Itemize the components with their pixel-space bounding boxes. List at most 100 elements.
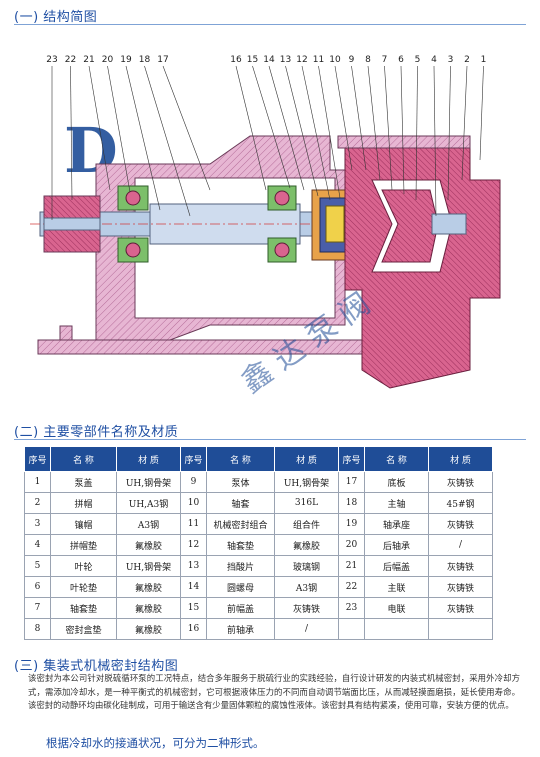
- table-cell: 4: [24, 534, 51, 556]
- table-cell: 前轴承: [206, 618, 275, 640]
- table-cell: 8: [24, 618, 51, 640]
- table-cell: UH,钢骨架: [116, 555, 181, 577]
- callout-23: 23: [46, 55, 57, 65]
- table-cell: 15: [180, 597, 207, 619]
- table-cell: 14: [180, 576, 207, 598]
- table-cell: 1: [24, 471, 51, 493]
- callout-20: 20: [102, 55, 114, 65]
- section-title-structure: (一) 结构简图: [14, 10, 98, 25]
- table-cell: A3钢: [274, 576, 339, 598]
- table-cell: 18: [338, 492, 365, 514]
- leader-line: [235, 65, 267, 191]
- table-cell: 前幅盖: [206, 597, 275, 619]
- leader-line: [162, 65, 211, 191]
- seal-description: 该密封为本公司针对脱硫循环泵的工况特点，结合多年服务于脱硫行业的实践经验，自行设…: [28, 673, 520, 711]
- table-cell: /: [428, 534, 493, 556]
- table-cell: 灰铸铁: [428, 597, 493, 619]
- table-cell: 6: [24, 576, 51, 598]
- table-cell: 镶帽: [50, 513, 117, 535]
- table-cell: 7: [24, 597, 51, 619]
- table-cell: 主轴: [364, 492, 429, 514]
- callout-4: 4: [431, 55, 437, 65]
- table-cell: 电联: [364, 597, 429, 619]
- table-cell: 泵盖: [50, 471, 117, 493]
- table-cell: 17: [338, 471, 365, 493]
- table-cell: 20: [338, 534, 365, 556]
- column-header: 材 质: [116, 446, 181, 472]
- leader-line: [88, 65, 111, 191]
- callout-6: 6: [398, 55, 404, 65]
- leader-line: [70, 65, 73, 201]
- column-header: 材 质: [428, 446, 493, 472]
- callout-18: 18: [139, 55, 151, 65]
- table-cell: 16: [180, 618, 207, 640]
- title-divider: [14, 24, 526, 25]
- table-cell: 叶轮: [50, 555, 117, 577]
- table-cell: [338, 618, 365, 640]
- callout-15: 15: [247, 55, 258, 65]
- callout-22: 22: [65, 55, 76, 65]
- callout-9: 9: [349, 55, 355, 65]
- table-cell: 19: [338, 513, 365, 535]
- table-cell: 灰铸铁: [274, 597, 339, 619]
- table-cell: 氟橡胶: [116, 597, 181, 619]
- section-title-seal: (三) 集装式机械密封结构图: [14, 659, 179, 674]
- leader-line: [268, 65, 305, 191]
- callout-2: 2: [464, 55, 470, 65]
- table-cell: [364, 618, 429, 640]
- leader-line: [125, 65, 161, 211]
- table-cell: 9: [180, 471, 207, 493]
- table-cell: 灰铸铁: [428, 513, 493, 535]
- column-header: 材 质: [274, 446, 339, 472]
- table-cell: 2: [24, 492, 51, 514]
- table-cell: 氟橡胶: [116, 576, 181, 598]
- table-cell: 3: [24, 513, 51, 535]
- table-cell: 密封盒垫: [50, 618, 117, 640]
- callout-10: 10: [329, 55, 341, 65]
- table-cell: 灰铸铁: [428, 576, 493, 598]
- table-cell: 灰铸铁: [428, 471, 493, 493]
- table-cell: 拼帽: [50, 492, 117, 514]
- table-cell: 后幅盖: [364, 555, 429, 577]
- table-cell: 轴套: [206, 492, 275, 514]
- impeller-nut: [431, 213, 467, 235]
- column-header: 名 称: [364, 446, 429, 472]
- table-cell: 22: [338, 576, 365, 598]
- table-cell: 氟橡胶: [116, 534, 181, 556]
- callout-21: 21: [83, 55, 94, 65]
- rear-bearing: [117, 185, 149, 263]
- leader-line: [447, 65, 451, 201]
- table-cell: 5: [24, 555, 51, 577]
- leader-line: [367, 65, 381, 181]
- table-cell: 圆螺母: [206, 576, 275, 598]
- callout-16: 16: [230, 55, 242, 65]
- table-cell: UH,A3钢: [116, 492, 181, 514]
- leader-line: [415, 65, 418, 201]
- title-divider: [14, 439, 526, 440]
- callout-14: 14: [263, 55, 275, 65]
- callout-12: 12: [296, 55, 307, 65]
- table-cell: 叶轮垫: [50, 576, 117, 598]
- callout-1: 1: [481, 55, 487, 65]
- leader-line: [400, 65, 405, 195]
- table-cell: UH,钢骨架: [116, 471, 181, 493]
- section-title-parts: (二) 主要零部件名称及材质: [14, 425, 179, 440]
- callout-3: 3: [448, 55, 454, 65]
- leader-line: [461, 65, 468, 181]
- leader-line: [144, 65, 191, 217]
- column-header: 名 称: [206, 446, 275, 472]
- leader-line: [107, 65, 131, 193]
- table-header-row: 序号名 称材 质序号名 称材 质序号名 称材 质: [24, 446, 493, 472]
- column-header: 序号: [338, 446, 365, 472]
- table-cell: 13: [180, 555, 207, 577]
- table-cell: 组合件: [274, 513, 339, 535]
